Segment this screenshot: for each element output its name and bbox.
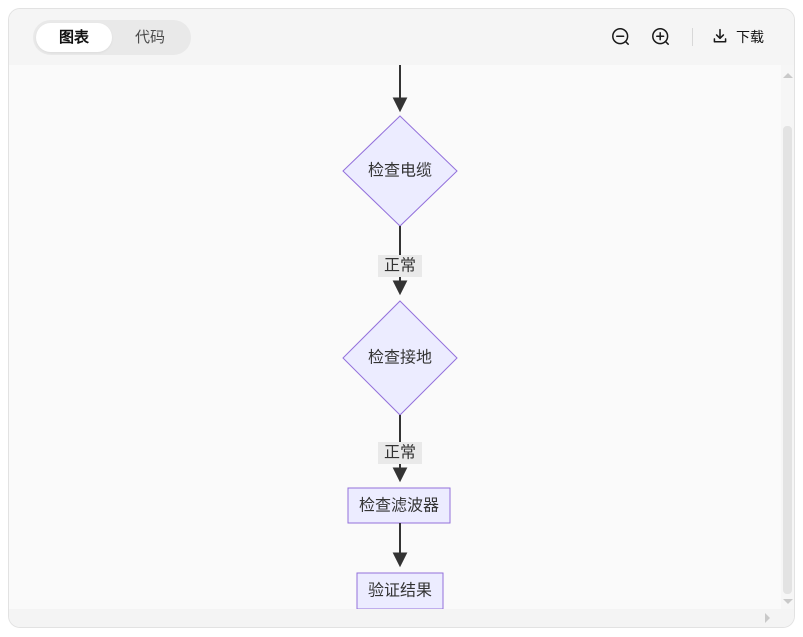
node-verify-result: 验证结果 <box>356 572 444 609</box>
tab-chart[interactable]: 图表 <box>36 22 113 52</box>
flowchart-svg: 检查电缆 正常 检查接地 正常 检查滤波器 <box>342 65 458 609</box>
node-check-cable: 检查电缆 <box>342 115 458 227</box>
toolbar-actions: 下载 <box>608 24 764 50</box>
horizontal-scrollbar[interactable] <box>9 609 794 627</box>
node-check-cable-label: 检查电缆 <box>368 162 432 180</box>
view-tab-group: 图表 代码 <box>33 19 192 55</box>
scroll-up-arrow-icon[interactable] <box>783 73 793 78</box>
node-check-filter-label: 检查滤波器 <box>359 497 439 515</box>
node-verify-result-label: 验证结果 <box>368 582 432 600</box>
tab-code[interactable]: 代码 <box>135 28 166 46</box>
edge-label-normal-2: 正常 <box>378 442 422 464</box>
vertical-scrollbar[interactable] <box>781 65 794 609</box>
toolbar-divider <box>692 28 693 46</box>
node-check-filter: 检查滤波器 <box>347 487 451 524</box>
zoom-out-icon <box>611 27 631 47</box>
zoom-out-button[interactable] <box>608 24 634 50</box>
diagram-viewer-card: 图表 代码 <box>8 8 795 628</box>
svg-text:正常: 正常 <box>384 444 416 462</box>
edge-label-normal-1: 正常 <box>378 255 422 277</box>
download-label: 下载 <box>736 29 764 45</box>
toolbar: 图表 代码 <box>9 9 794 65</box>
node-check-ground-label: 检查接地 <box>368 349 432 367</box>
download-icon <box>711 27 729 48</box>
scroll-down-arrow-icon[interactable] <box>783 599 793 604</box>
scroll-right-arrow-icon[interactable] <box>765 613 770 623</box>
zoom-in-button[interactable] <box>648 24 674 50</box>
diagram-canvas: 检查电缆 正常 检查接地 正常 检查滤波器 <box>9 65 794 609</box>
zoom-in-icon <box>651 27 671 47</box>
svg-text:正常: 正常 <box>384 257 416 275</box>
download-button[interactable]: 下载 <box>711 27 764 48</box>
vertical-scrollbar-thumb[interactable] <box>783 126 792 594</box>
node-check-ground: 检查接地 <box>342 300 458 416</box>
